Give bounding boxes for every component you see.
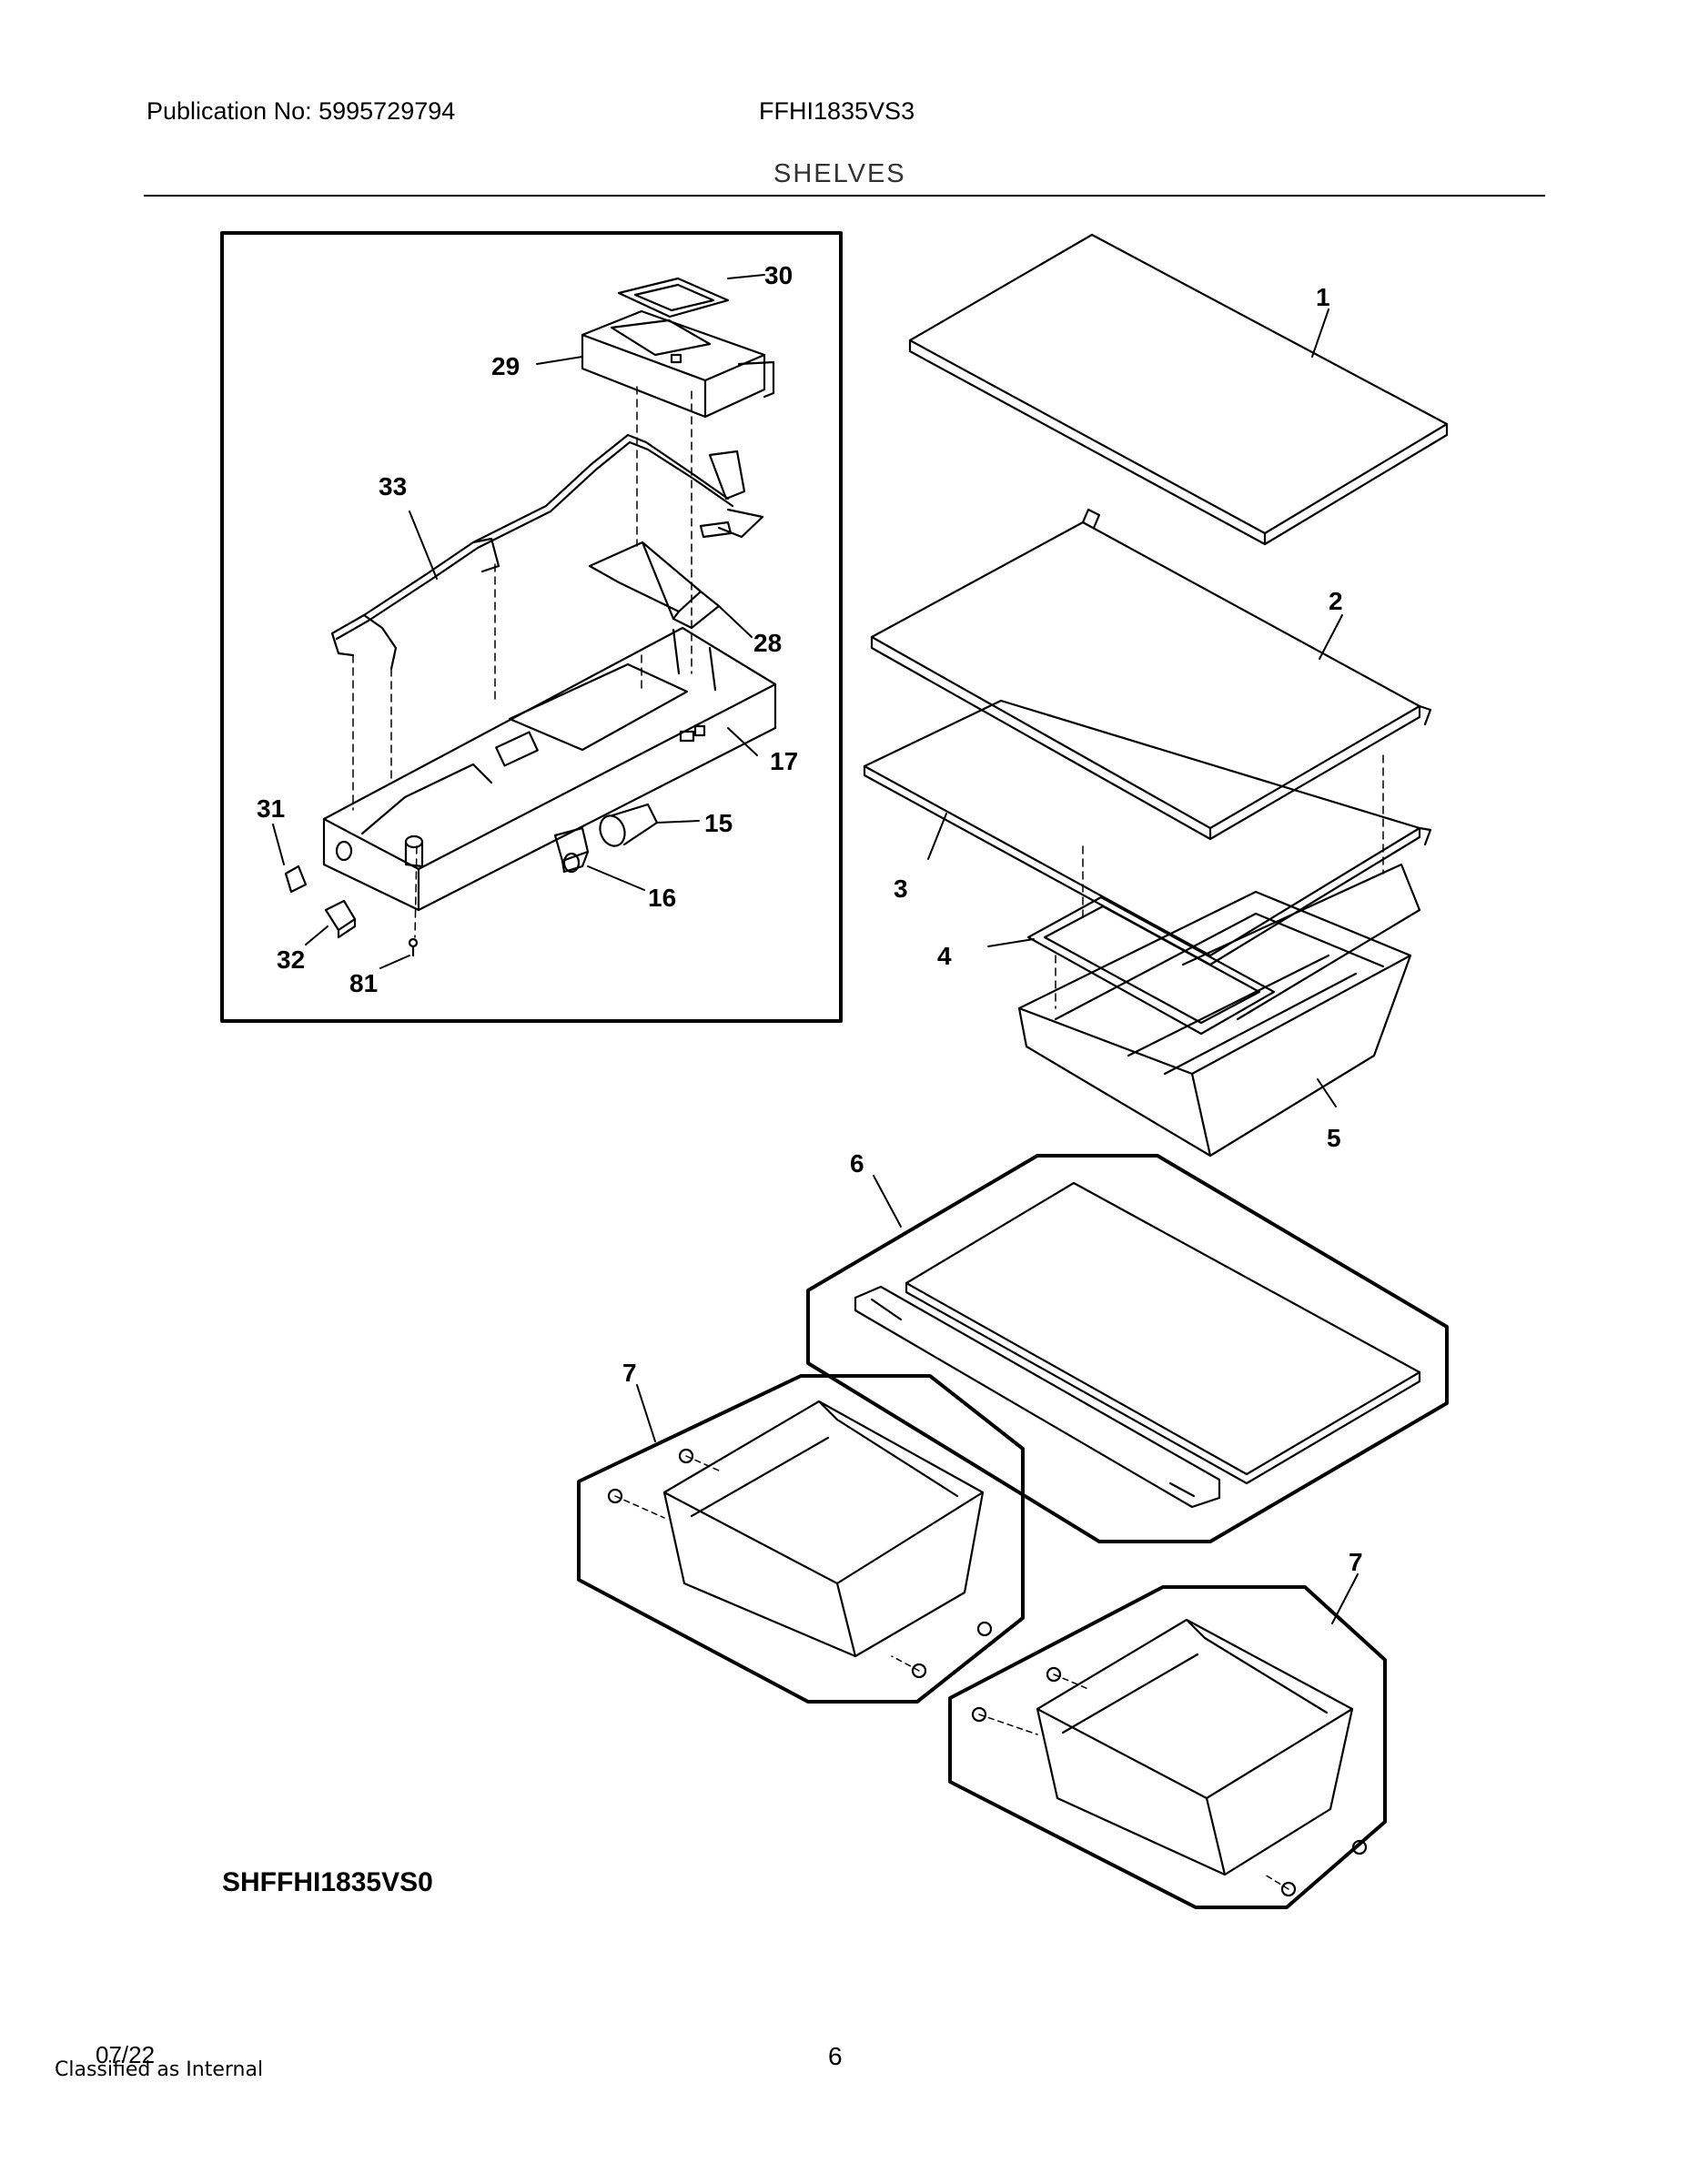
part-6-crisper-cover bbox=[854, 1181, 1421, 1509]
part-7-drawer-b bbox=[1036, 1618, 1354, 1876]
part-2-glass-shelf bbox=[870, 508, 1432, 841]
callout-15: 15 bbox=[704, 809, 733, 837]
callout-4: 4 bbox=[937, 942, 952, 970]
part-1-glass-shelf bbox=[908, 233, 1449, 546]
callout-81: 81 bbox=[349, 969, 378, 997]
model-number: FFHI1835VS3 bbox=[759, 97, 915, 125]
callout-31: 31 bbox=[257, 794, 285, 823]
drawer-b-fasteners bbox=[971, 1666, 1368, 1897]
diagram-code: SHFFHI1835VS0 bbox=[222, 1867, 433, 1897]
right-leaders bbox=[636, 308, 1359, 1624]
classification-label: Classified as Internal bbox=[55, 2058, 264, 2081]
part-5-crisper-drawer bbox=[1017, 890, 1412, 1158]
callout-29: 29 bbox=[491, 352, 520, 380]
callout-6: 6 bbox=[850, 1149, 864, 1178]
part-81-screw bbox=[408, 937, 419, 957]
part-7-octagon-frame-b bbox=[948, 1585, 1387, 1909]
part-7-octagon-frame-a bbox=[577, 1374, 1025, 1704]
callout-2: 2 bbox=[1329, 587, 1343, 615]
callout-3: 3 bbox=[894, 875, 908, 903]
drawer-a-fasteners bbox=[607, 1448, 993, 1679]
page-number: 6 bbox=[828, 2042, 843, 2070]
callout-16: 16 bbox=[648, 884, 676, 912]
callout-30: 30 bbox=[764, 261, 793, 289]
part-6-octagon-frame bbox=[806, 1154, 1449, 1543]
callout-7b: 7 bbox=[1349, 1548, 1363, 1576]
inset-alignment-lines bbox=[352, 386, 692, 938]
callout-7a: 7 bbox=[622, 1359, 637, 1387]
part-16-valve bbox=[553, 826, 590, 874]
part-3-glass-shelf bbox=[863, 699, 1432, 966]
part-7-drawer-a bbox=[662, 1400, 985, 1658]
inset-leaders bbox=[272, 274, 765, 969]
part-15-valve bbox=[599, 803, 659, 847]
drawer-a-alignment bbox=[614, 1455, 920, 1672]
inset-frame bbox=[220, 231, 843, 1023]
part-33-harness bbox=[330, 433, 764, 671]
drawer-b-alignment bbox=[978, 1673, 1289, 1890]
part-29-housing bbox=[581, 309, 775, 419]
part-17-housing bbox=[322, 626, 777, 912]
callout-32: 32 bbox=[277, 945, 305, 974]
callout-28: 28 bbox=[753, 629, 782, 657]
callout-5: 5 bbox=[1327, 1124, 1341, 1152]
callout-1: 1 bbox=[1316, 283, 1330, 311]
callout-labels: 30 29 33 28 17 15 16 31 32 81 1 2 3 4 5 … bbox=[257, 261, 1363, 1576]
publication-number: Publication No: 5995729794 bbox=[147, 97, 456, 125]
part-30-frame bbox=[617, 277, 730, 318]
footer-date: 07/22 bbox=[96, 2041, 156, 2068]
callout-17: 17 bbox=[770, 747, 798, 775]
section-title: SHELVES bbox=[773, 159, 906, 188]
part-32-switch bbox=[324, 899, 357, 939]
part-31-clip bbox=[284, 864, 308, 894]
part-28-funnel bbox=[588, 541, 721, 630]
shelf-alignment-lines bbox=[1055, 754, 1384, 1009]
callout-33: 33 bbox=[379, 472, 407, 500]
header-rule bbox=[144, 195, 1545, 197]
